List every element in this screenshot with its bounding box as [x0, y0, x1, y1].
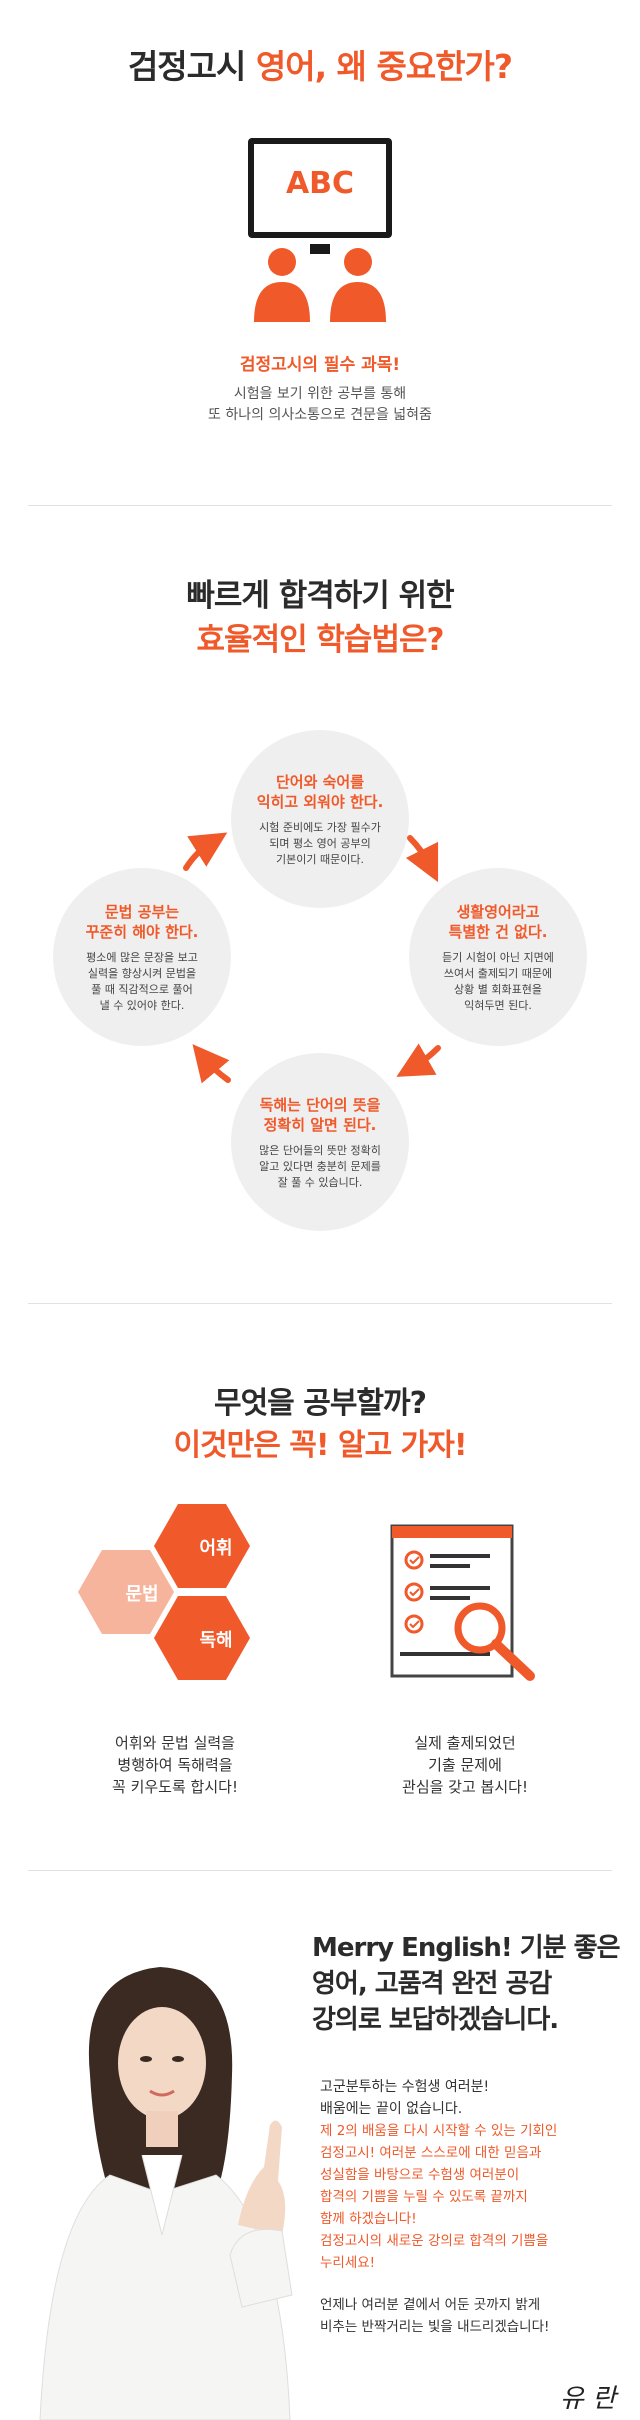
section1-description: 시험을 보기 위한 공부를 통해 또 하나의 의사소통으로 견문을 넓혀줌	[208, 386, 432, 423]
left-caption: 어휘와 문법 실력을 병행하여 독해력을 꼭 키우도록 합시다!	[112, 1734, 238, 1796]
hexagon-cluster	[78, 1504, 250, 1680]
exam-document-icon	[390, 1524, 535, 1681]
signature: 유 란	[560, 2384, 617, 2414]
instructor-intro: 고군분투하는 수험생 여러분! 배움에는 끝이 없습니다.	[320, 2079, 490, 2117]
board-text: ABC	[285, 166, 355, 201]
section2-title-line1: 빠르게 합격하기 위한	[186, 578, 454, 614]
divider	[28, 1870, 612, 1871]
circle-description: 많은 단어들의 뜻만 정확히 알고 있다면 충분히 문제를 잘 풀 수 있습니다…	[259, 1144, 381, 1189]
cycle-arrows	[183, 832, 441, 1084]
hex-vocabulary-label: 어휘	[199, 1538, 233, 1559]
cycle-circle-vocabulary: 단어와 숙어를 익히고 외워야 한다. 시험 준비에도 가장 필수가 되며 평소…	[231, 730, 409, 908]
instructor-closing: 언제나 여러분 곁에서 어둔 곳까지 밝게 비추는 반짝거리는 빛을 내드리겠습…	[320, 2297, 550, 2335]
circle-title: 생활영어라고 특별한 건 없다.	[448, 903, 548, 941]
cycle-circle-reading: 독해는 단어의 뜻을 정확히 알면 된다. 많은 단어들의 뜻만 정확히 알고 …	[231, 1053, 409, 1231]
arrow-left-down-icon	[396, 1043, 441, 1077]
hex-vocabulary	[154, 1504, 250, 1588]
arrow-left-up-icon	[192, 1044, 231, 1084]
section3-title-line1: 무엇을 공부할까?	[213, 1386, 427, 1421]
blackboard-icon: ABC	[248, 138, 392, 238]
cycle-circle-conversation: 생활영어라고 특별한 건 없다. 듣기 시험이 아닌 지면에 쓰여서 출제되기 …	[409, 868, 587, 1046]
circle-title: 단어와 숙어를 익히고 외워야 한다.	[256, 773, 384, 811]
students-icon	[254, 244, 386, 322]
circle-description: 듣기 시험이 아닌 지면에 쓰여서 출제되기 때문에 상황 별 회화표현을 익혀…	[442, 951, 554, 1012]
arrow-right-down-icon	[405, 835, 439, 883]
title-accent: 영어, 왜 중요한가?	[255, 47, 513, 86]
section3-title-line2: 이것만은 꼭! 알고 가자!	[173, 1428, 467, 1463]
section1-title: 검정고시 영어, 왜 중요한가?	[0, 40, 640, 88]
circle-title: 문법 공부는 꾸준히 해야 한다.	[85, 903, 199, 941]
hex-reading-label: 독해	[199, 1630, 233, 1651]
title-plain: 검정고시	[127, 47, 256, 86]
section1-subtitle: 검정고시의 필수 과목!	[239, 355, 401, 375]
hex-grammar	[78, 1550, 174, 1634]
hex-reading	[154, 1596, 250, 1680]
cycle-circle-grammar: 문법 공부는 꾸준히 해야 한다. 평소에 많은 문장을 보고 실력을 향상시켜…	[53, 868, 231, 1046]
divider	[28, 1303, 612, 1304]
section2-title-line2: 효율적인 학습법은?	[196, 622, 445, 658]
arrow-right-up-icon	[183, 832, 228, 871]
instructor-photo	[39, 1967, 293, 2420]
circle-description: 평소에 많은 문장을 보고 실력을 향상시켜 문법을 풀 때 직감적으로 풀어 …	[86, 951, 198, 1012]
circle-description: 시험 준비에도 가장 필수가 되며 평소 영어 공부의 기본이기 때문이다.	[259, 821, 381, 866]
hex-grammar-label: 문법	[125, 1584, 159, 1605]
divider	[28, 505, 612, 506]
circle-title: 독해는 단어의 뜻을 정확히 알면 된다.	[259, 1096, 381, 1134]
right-caption: 실제 출제되었던 기출 문제에 관심을 갖고 봅시다!	[402, 1734, 528, 1796]
instructor-highlight: 제 2의 배움을 다시 시작할 수 있는 기회인 검정고시! 여러분 스스로에 …	[320, 2123, 558, 2271]
instructor-headline: Merry English! 기분 좋은 영어, 고품격 완전 공감 강의로 보…	[312, 1933, 620, 2035]
